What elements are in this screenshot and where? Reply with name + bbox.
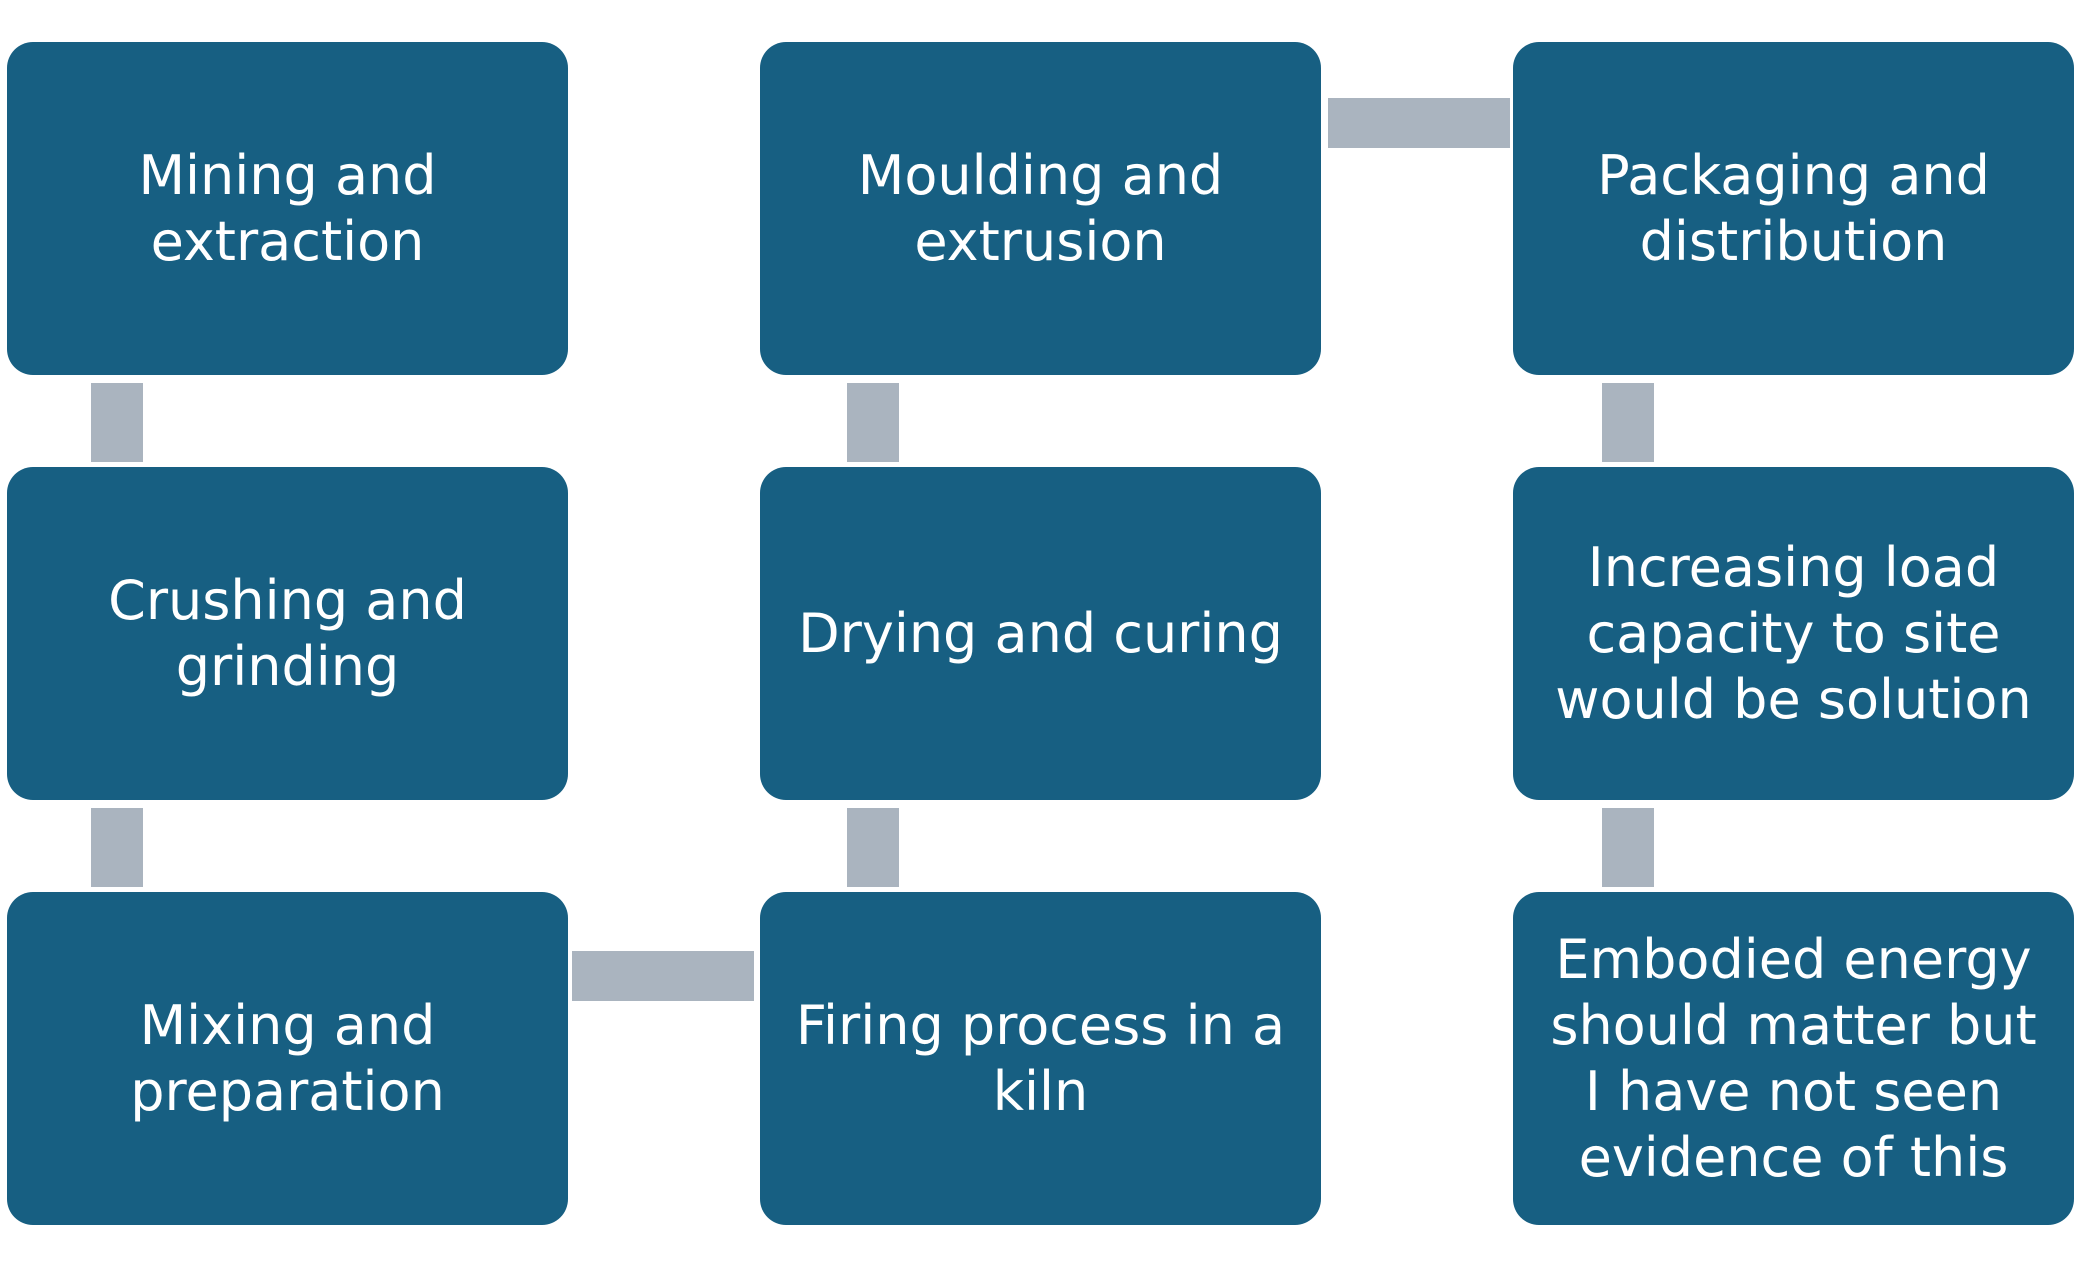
step-mixing-and-preparation: Mixing and preparation xyxy=(7,892,568,1225)
connector-step1-step2 xyxy=(91,383,143,462)
connector-step3-step4 xyxy=(572,951,754,1001)
step-label: Mixing and preparation xyxy=(130,993,445,1123)
step-mining-and-extraction: Mining and extraction xyxy=(7,42,568,375)
step-packaging-and-distribution: Packaging and distribution xyxy=(1513,42,2074,375)
step-crushing-and-grinding: Crushing and grinding xyxy=(7,467,568,800)
connector-step7-step8 xyxy=(1602,383,1654,462)
step-label: Firing process in a kiln xyxy=(795,993,1286,1123)
step-label: Packaging and distribution xyxy=(1597,143,1990,273)
connector-step5-step6 xyxy=(847,383,899,462)
step-moulding-and-extrusion: Moulding and extrusion xyxy=(760,42,1321,375)
connector-step2-step3 xyxy=(91,808,143,887)
note-embodied-energy: Embodied energy should matter but I have… xyxy=(1513,892,2074,1225)
connector-step6-step7 xyxy=(1328,98,1510,148)
note-increasing-load-capacity: Increasing load capacity to site would b… xyxy=(1513,467,2074,800)
step-label: Mining and extraction xyxy=(138,143,437,273)
step-label: Increasing load capacity to site would b… xyxy=(1555,535,2032,731)
step-label: Moulding and extrusion xyxy=(857,143,1224,273)
step-drying-and-curing: Drying and curing xyxy=(760,467,1321,800)
step-firing-process-in-a-kiln: Firing process in a kiln xyxy=(760,892,1321,1225)
step-label: Embodied energy should matter but I have… xyxy=(1550,927,2037,1189)
connector-step4-step5 xyxy=(847,808,899,887)
connector-step8-step9 xyxy=(1602,808,1654,887)
step-label: Drying and curing xyxy=(798,601,1283,665)
step-label: Crushing and grinding xyxy=(108,568,467,698)
